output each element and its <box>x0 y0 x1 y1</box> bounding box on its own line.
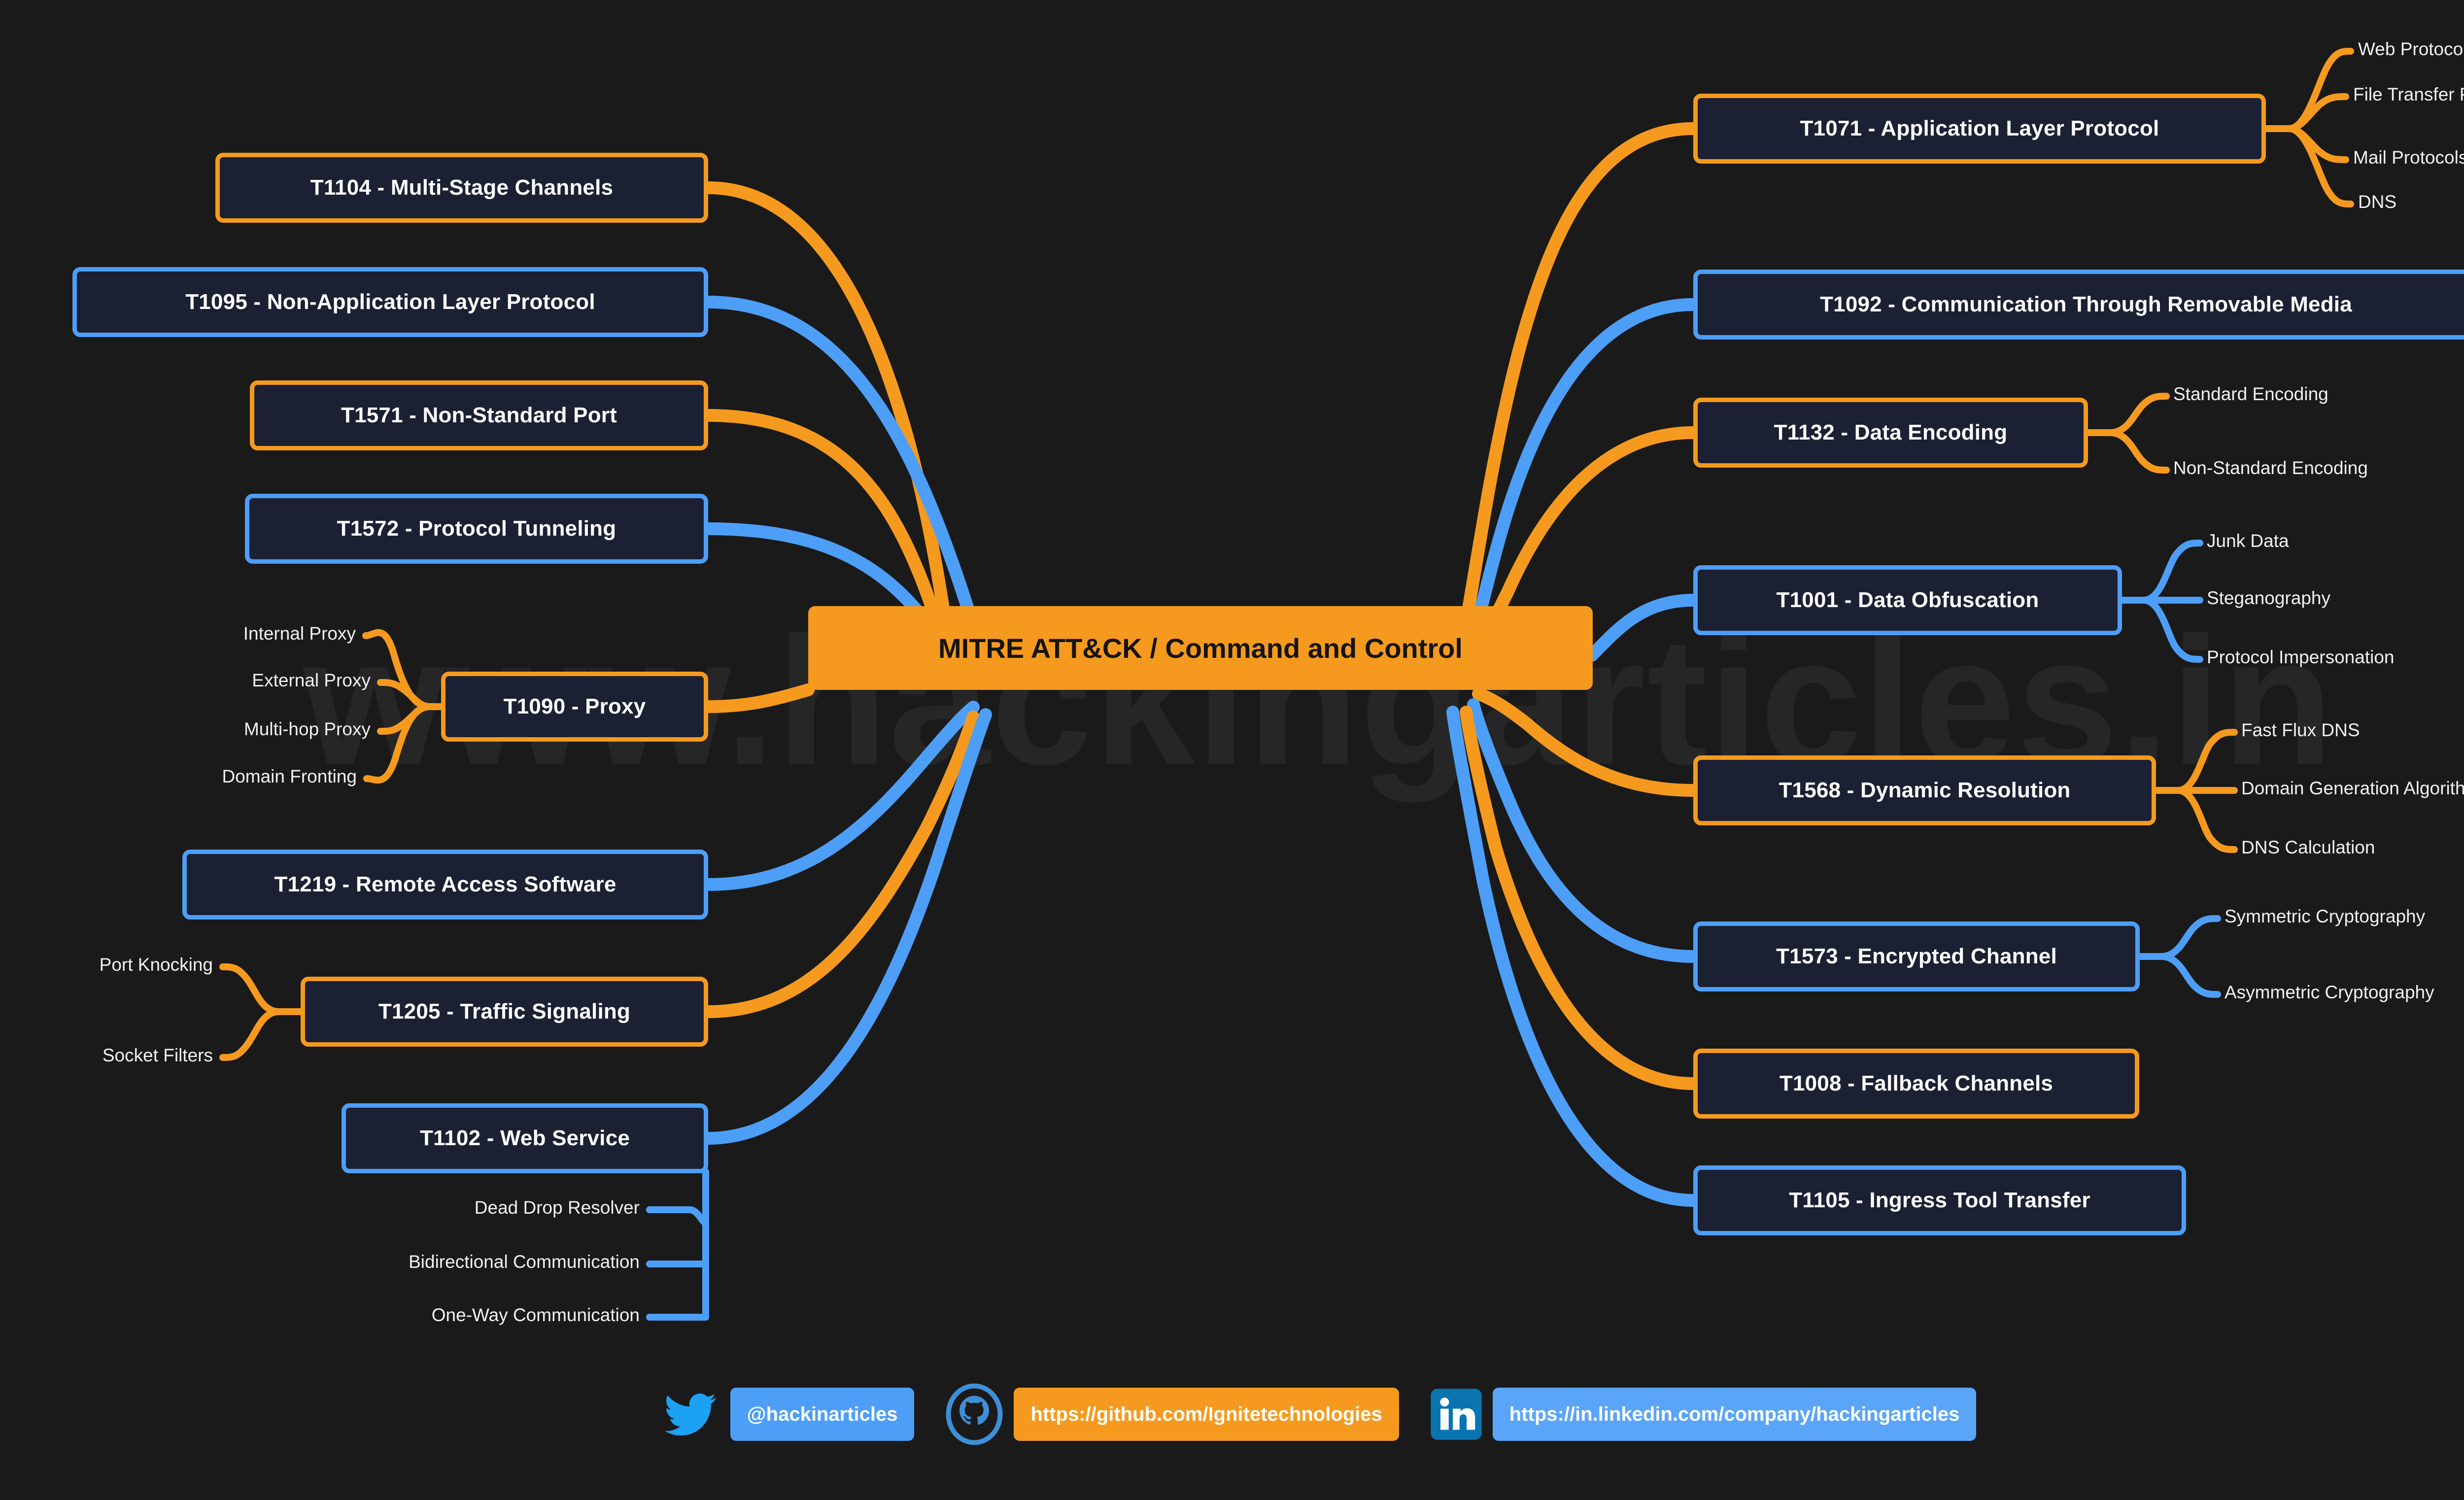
leaf-multi-hop-proxy[interactable]: Multi-hop Proxy <box>243 719 371 739</box>
node-t1092[interactable]: T1092 - Communication Through Removable … <box>1693 270 2464 340</box>
node-label: T1104 - Multi-Stage Channels <box>310 175 614 200</box>
leaf-web-protocols[interactable]: Web Protocols <box>2358 39 2464 59</box>
leaf-mail-protocols[interactable]: Mail Protocols <box>2353 147 2464 168</box>
leaf-internal-proxy[interactable]: Internal Proxy <box>243 623 356 644</box>
github-group[interactable]: https://github.com/Ignitetechnologies <box>945 1380 1399 1449</box>
linkedin-icon[interactable] <box>1430 1388 1483 1441</box>
leaf-external-proxy[interactable]: External Proxy <box>252 670 371 690</box>
node-label: T1568 - Dynamic Resolution <box>1779 778 2071 802</box>
leaf-asymmetric-cryptography[interactable]: Asymmetric Cryptography <box>2224 982 2434 1002</box>
leaf-standard-encoding[interactable]: Standard Encoding <box>2173 384 2328 404</box>
leaf-socket-filters[interactable]: Socket Filters <box>102 1045 213 1065</box>
node-label: T1001 - Data Obfuscation <box>1776 588 2039 612</box>
leaf-protocol-impersonation[interactable]: Protocol Impersonation <box>2207 647 2395 667</box>
node-t1090[interactable]: T1090 - Proxy <box>441 672 708 742</box>
leaf-file-transfer-protocols[interactable]: File Transfer Protocols <box>2353 84 2464 104</box>
node-label: T1571 - Non-Standard Port <box>341 403 617 427</box>
center-node[interactable]: MITRE ATT&CK / Command and Control <box>808 606 1593 690</box>
node-t1071[interactable]: T1071 - Application Layer Protocol <box>1693 94 2266 164</box>
leaf-dead-drop-resolver[interactable]: Dead Drop Resolver <box>474 1197 640 1218</box>
node-t1105[interactable]: T1105 - Ingress Tool Transfer <box>1693 1165 2186 1235</box>
github-icon[interactable] <box>945 1380 1004 1449</box>
leaf-dns-calculation[interactable]: DNS Calculation <box>2241 837 2375 857</box>
linkedin-group[interactable]: https://in.linkedin.com/company/hackinga… <box>1430 1388 1977 1441</box>
node-t1008[interactable]: T1008 - Fallback Channels <box>1693 1049 2139 1119</box>
leaf-junk-data[interactable]: Junk Data <box>2207 531 2289 551</box>
center-node-label: MITRE ATT&CK / Command and Control <box>938 632 1463 664</box>
github-url-badge[interactable]: https://github.com/Ignitetechnologies <box>1014 1388 1399 1441</box>
node-label: T1095 - Non-Application Layer Protocol <box>185 290 595 314</box>
leaf-port-knocking[interactable]: Port Knocking <box>99 955 213 975</box>
leaf-bidirectional-communication[interactable]: Bidirectional Communication <box>409 1252 640 1272</box>
node-label: T1572 - Protocol Tunneling <box>337 516 616 541</box>
node-t1568[interactable]: T1568 - Dynamic Resolution <box>1693 755 2156 825</box>
leaf-one-way-communication[interactable]: One-Way Communication <box>431 1305 640 1325</box>
node-t1573[interactable]: T1573 - Encrypted Channel <box>1693 921 2140 991</box>
leaf-steganography[interactable]: Steganography <box>2207 588 2330 608</box>
node-label: T1008 - Fallback Channels <box>1779 1071 2053 1095</box>
node-label: T1205 - Traffic Signaling <box>378 999 631 1023</box>
node-label: T1105 - Ingress Tool Transfer <box>1789 1188 2090 1212</box>
leaf-dns[interactable]: DNS <box>2358 192 2397 212</box>
node-t1571[interactable]: T1571 - Non-Standard Port <box>250 380 708 450</box>
node-t1102[interactable]: T1102 - Web Service <box>342 1103 708 1173</box>
node-label: T1132 - Data Encoding <box>1774 420 2008 444</box>
node-t1205[interactable]: T1205 - Traffic Signaling <box>301 977 708 1047</box>
social-footer: @hackinarticles https://github.com/Ignit… <box>0 1380 2464 1449</box>
node-t1001[interactable]: T1001 - Data Obfuscation <box>1693 565 2122 635</box>
node-label: T1102 - Web Service <box>419 1126 630 1150</box>
node-t1572[interactable]: T1572 - Protocol Tunneling <box>245 494 708 564</box>
node-label: T1219 - Remote Access Software <box>274 872 616 896</box>
leaf-domain-fronting[interactable]: Domain Fronting <box>222 766 357 786</box>
node-label: T1090 - Proxy <box>503 694 646 718</box>
leaf-non-standard-encoding[interactable]: Non-Standard Encoding <box>2173 458 2368 478</box>
leaf-domain-generation-algorithms[interactable]: Domain Generation Algorithms <box>2241 778 2464 798</box>
twitter-handle-badge[interactable]: @hackinarticles <box>730 1388 915 1441</box>
leaf-symmetric-cryptography[interactable]: Symmetric Cryptography <box>2224 906 2426 926</box>
node-t1104[interactable]: T1104 - Multi-Stage Channels <box>215 153 708 223</box>
node-t1095[interactable]: T1095 - Non-Application Layer Protocol <box>72 267 708 337</box>
node-label: T1092 - Communication Through Removable … <box>1820 292 2352 316</box>
node-t1132[interactable]: T1132 - Data Encoding <box>1693 398 2088 468</box>
twitter-icon[interactable] <box>661 1387 720 1441</box>
twitter-group[interactable]: @hackinarticles <box>661 1387 915 1441</box>
leaf-fast-flux-dns[interactable]: Fast Flux DNS <box>2241 720 2360 740</box>
node-t1219[interactable]: T1219 - Remote Access Software <box>182 850 708 920</box>
node-label: T1071 - Application Layer Protocol <box>1800 116 2159 140</box>
node-label: T1573 - Encrypted Channel <box>1776 944 2057 968</box>
linkedin-url-badge[interactable]: https://in.linkedin.com/company/hackinga… <box>1492 1388 1977 1441</box>
